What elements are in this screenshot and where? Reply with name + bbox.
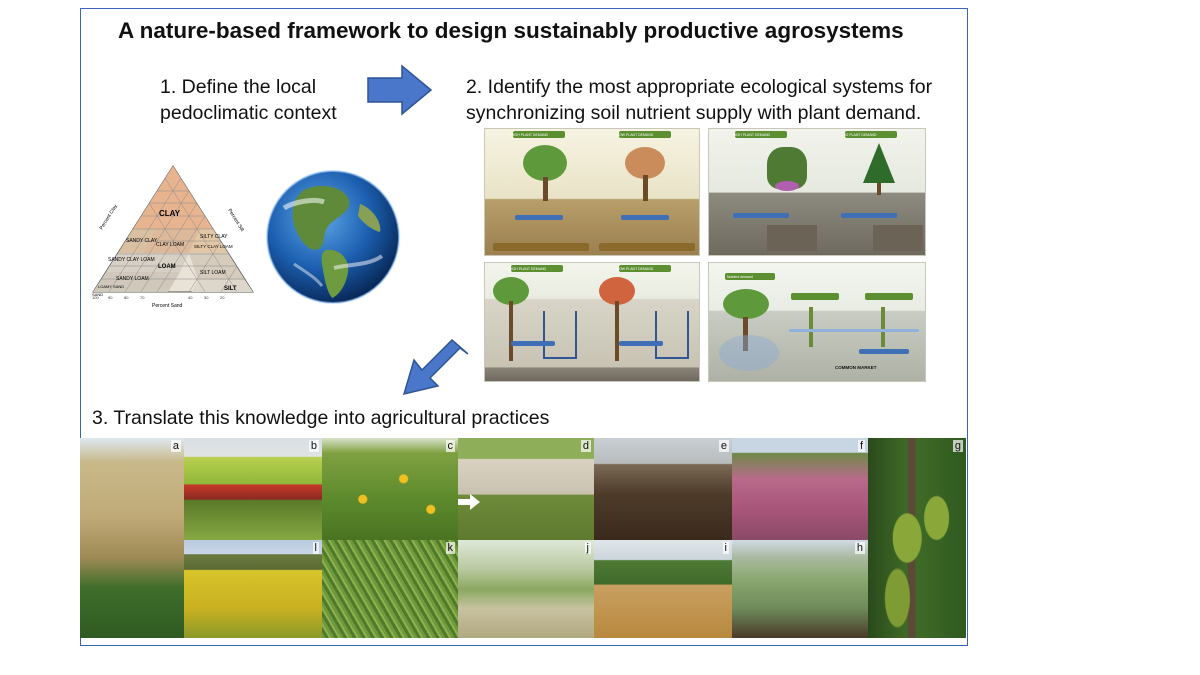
soil-class-label: SILT LOAM bbox=[200, 270, 226, 276]
soil-class-label: SANDY CLAY bbox=[126, 238, 158, 244]
step-3-label: 3. Translate this knowledge into agricul… bbox=[92, 407, 550, 429]
panel-demand-label: HIGH PLANT DEMAND bbox=[509, 267, 547, 271]
photo-letter: k bbox=[445, 542, 455, 554]
right-arrow-icon bbox=[367, 64, 433, 116]
tick-label: 40 bbox=[188, 295, 193, 300]
axis-label-silt: Percent Silt bbox=[226, 208, 245, 233]
page-title: A nature-based framework to design susta… bbox=[118, 18, 904, 43]
tick-label: 80 bbox=[124, 295, 129, 300]
photo-letter: a bbox=[170, 440, 181, 452]
step-1-label: 1. Define the local pedoclimatic context bbox=[160, 76, 337, 124]
panel-demand-label: Nutrient demand bbox=[727, 275, 753, 279]
white-arrow-icon bbox=[458, 494, 480, 510]
photo-letter: j bbox=[584, 542, 591, 554]
panel-demand-label: NO PLANT DEMAND bbox=[843, 133, 877, 137]
panel-demand-label: HIGH PLANT DEMAND bbox=[511, 133, 549, 137]
axis-label-clay: Percent Clay bbox=[99, 203, 120, 231]
soil-class-label: SANDY CLAY LOAM bbox=[108, 257, 155, 263]
ecology-panel-4: Nutrient demand COMMON MARKET bbox=[708, 262, 926, 382]
photo-perennial-grass-roots: h bbox=[732, 540, 868, 638]
ecology-panel-2: HIGH PLANT DEMAND NO PLANT DEMAND bbox=[708, 128, 926, 256]
photo-agroforestry-rows: j bbox=[458, 540, 594, 638]
photo-tall-grass-maize: a bbox=[80, 438, 184, 638]
photo-letter: b bbox=[308, 440, 319, 452]
photo-rapeseed-field: l bbox=[184, 540, 322, 638]
panel-demand-label: HIGH PLANT DEMAND bbox=[733, 133, 771, 137]
photo-letter: e bbox=[718, 440, 729, 452]
figure-frame bbox=[80, 8, 968, 646]
tick-label: 20 bbox=[220, 295, 225, 300]
soil-class-label: LOAMY SAND bbox=[98, 284, 124, 289]
step-2-label: 2. Identify the most appropriate ecologi… bbox=[466, 76, 933, 124]
panel-demand-label: LOW PLANT DEMAND bbox=[617, 133, 654, 137]
photo-tractor-seeder: b bbox=[184, 438, 322, 540]
soil-class-label: SANDY LOAM bbox=[116, 276, 149, 282]
soil-class-label: CLAY LOAM bbox=[156, 242, 184, 248]
soil-class-label: SILT bbox=[224, 286, 237, 292]
panel-market-label: COMMON MARKET bbox=[835, 365, 877, 370]
down-left-arrow-icon bbox=[402, 338, 469, 396]
photo-letter: f bbox=[857, 440, 865, 452]
axis-label-sand: Percent Sand bbox=[152, 303, 183, 309]
photo-letter: c bbox=[445, 440, 455, 452]
photo-mixed-grass-legume: k bbox=[322, 540, 458, 638]
photo-jackfruit-tree: g bbox=[868, 438, 966, 638]
photo-sheep-heathland: f bbox=[732, 438, 868, 540]
photo-letter: i bbox=[722, 542, 729, 554]
photo-sheep-grazing: d bbox=[458, 438, 594, 540]
ecology-panel-1: HIGH PLANT DEMAND LOW PLANT DEMAND bbox=[484, 128, 700, 256]
photo-letter: g bbox=[952, 440, 963, 452]
tick-label: 90 bbox=[108, 295, 113, 300]
panel-demand-label: LOW PLANT DEMAND bbox=[617, 267, 654, 271]
ecology-panel-3: HIGH PLANT DEMAND LOW PLANT DEMAND bbox=[484, 262, 700, 382]
soil-class-label: CLAY bbox=[159, 209, 181, 218]
tick-label: 30 bbox=[204, 295, 209, 300]
soil-class-label: SILTY CLAY bbox=[200, 234, 228, 240]
tick-label: 100 bbox=[92, 295, 99, 300]
tick-label: 70 bbox=[140, 295, 145, 300]
soil-class-label: LOAM bbox=[158, 264, 176, 270]
soil-texture-triangle: CLAY SILTY CLAY SANDY CLAY CLAY LOAM SIL… bbox=[92, 165, 254, 309]
earth-globe-image bbox=[266, 170, 400, 304]
photo-letter: d bbox=[580, 440, 591, 452]
photo-tree-alley-cropping: i bbox=[594, 540, 732, 638]
photo-letter: h bbox=[854, 542, 865, 554]
photo-sunflower-cover-crop: c bbox=[322, 438, 458, 540]
photo-letter: l bbox=[312, 542, 319, 554]
photo-compost-pile: e bbox=[594, 438, 732, 540]
soil-class-label: SAND bbox=[92, 292, 103, 297]
soil-class-label: SILTY CLAY LOAM bbox=[194, 244, 233, 249]
